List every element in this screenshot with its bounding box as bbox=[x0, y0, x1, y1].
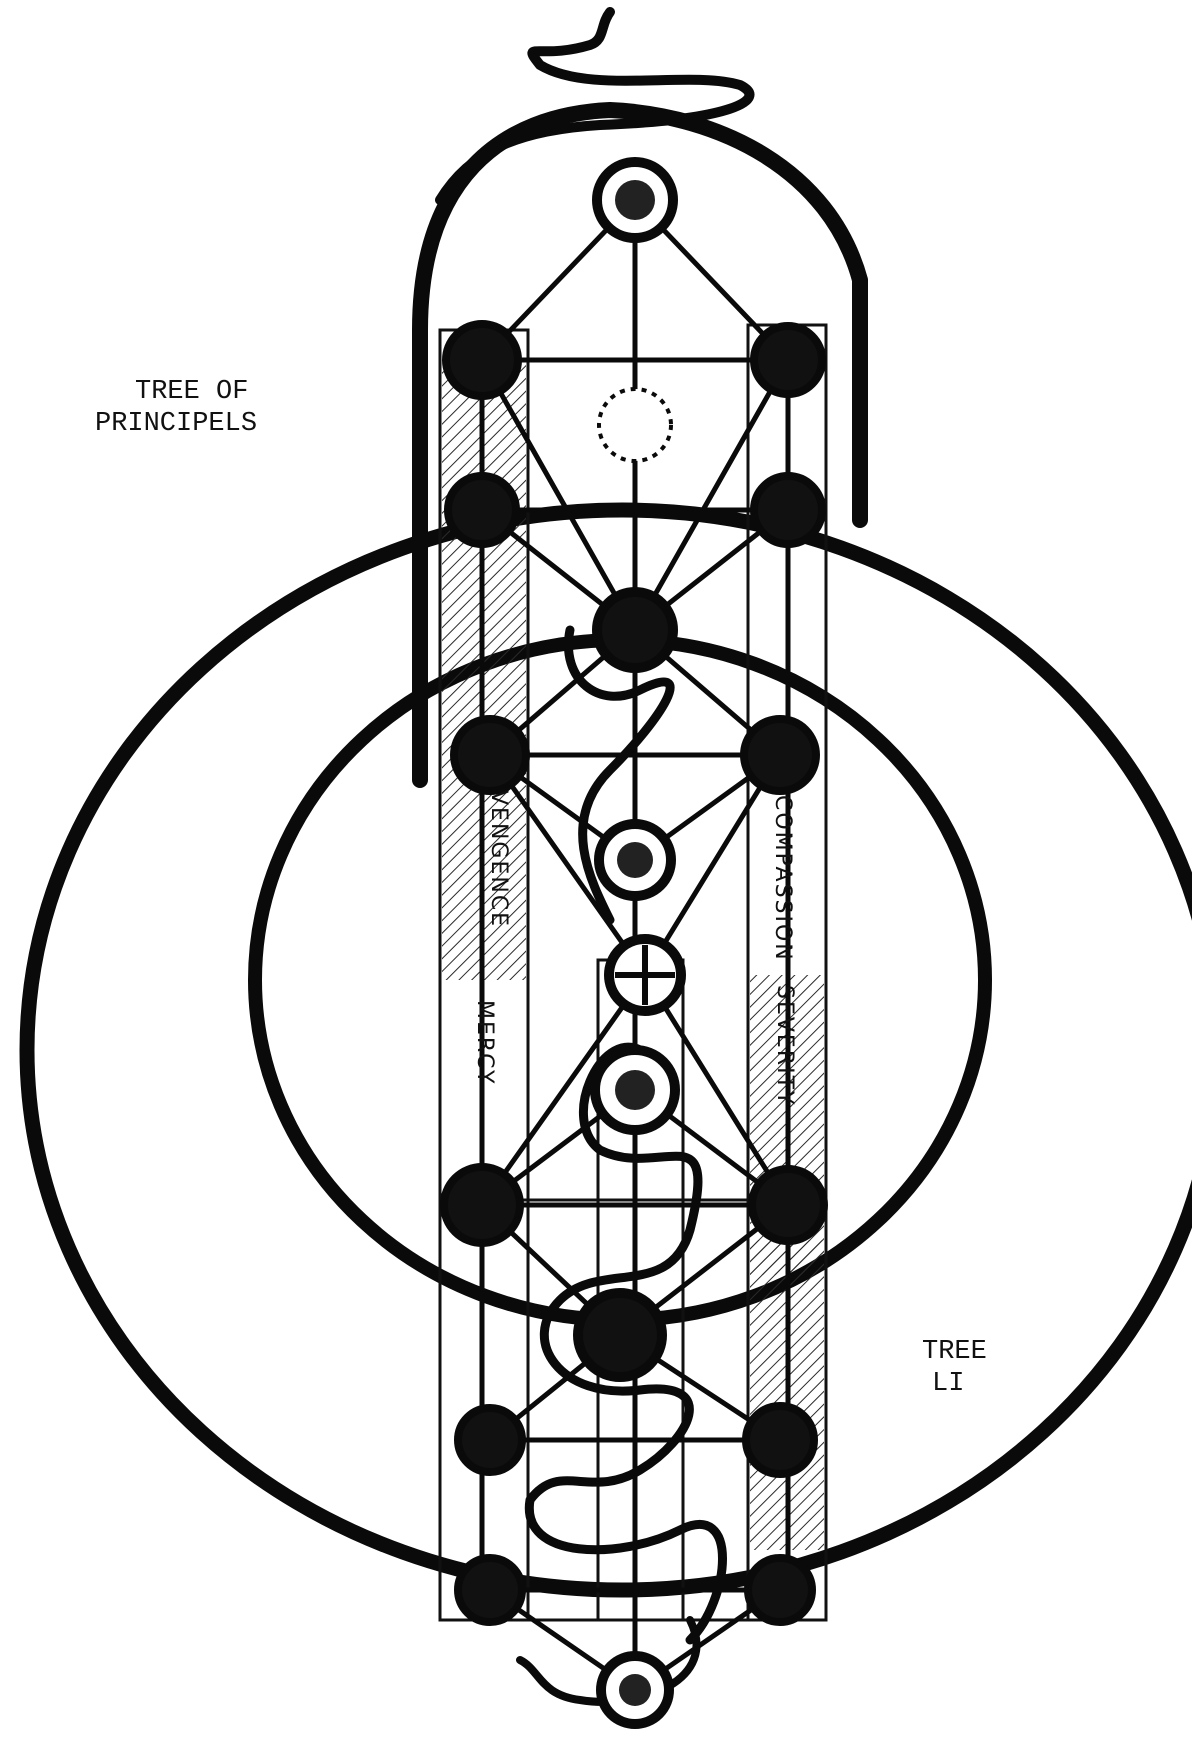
label-tree-of-life-1: TREE bbox=[922, 1337, 987, 1367]
label-severity: SEVERITY bbox=[772, 985, 797, 1106]
node-third-left bbox=[454, 719, 526, 791]
node-daath bbox=[599, 389, 671, 461]
label-tree-of-life-2: LI bbox=[932, 1369, 964, 1399]
node-base-left bbox=[458, 1558, 522, 1622]
node-upper-right bbox=[754, 326, 822, 394]
node-second-left bbox=[448, 476, 516, 544]
label-tree-of-principels-1: TREE OF bbox=[135, 377, 248, 407]
node-second-right bbox=[754, 476, 822, 544]
label-compassion: COMPASSION bbox=[770, 795, 795, 962]
label-vengence: VENGENCE bbox=[486, 790, 511, 928]
node-third-right bbox=[744, 719, 816, 791]
node-tiphareth-lower bbox=[578, 1293, 662, 1377]
node-base-right bbox=[748, 1558, 812, 1622]
label-tree-of-principels-2: PRINCIPELS bbox=[95, 409, 257, 439]
node-fourth-right bbox=[752, 1169, 824, 1241]
node-center-upper bbox=[597, 592, 673, 668]
node-upper-left bbox=[446, 324, 518, 396]
node-fifth-left bbox=[458, 1408, 522, 1472]
label-mercy: MERCY bbox=[472, 1000, 497, 1086]
node-fifth-right bbox=[746, 1406, 814, 1474]
node-fourth-left bbox=[444, 1167, 520, 1243]
